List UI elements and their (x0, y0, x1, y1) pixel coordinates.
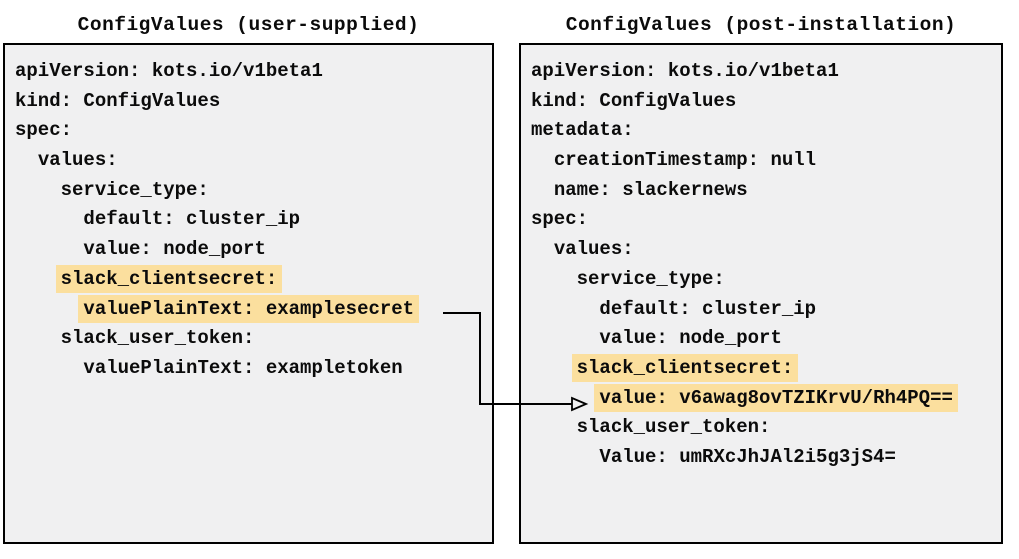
yaml-line: slack_user_token: (15, 324, 482, 354)
yaml-text: values: (553, 238, 634, 261)
yaml-indent (15, 357, 83, 379)
yaml-text: name: slackernews (553, 178, 748, 201)
yaml-indent (531, 387, 599, 409)
yaml-line: default: cluster_ip (531, 295, 991, 325)
yaml-indent (531, 357, 577, 379)
yaml-text: spec: (15, 119, 73, 142)
yaml-box: apiVersion: kots.io/v1beta1 kind: Config… (3, 43, 494, 544)
yaml-line: value: node_port (531, 324, 991, 354)
yaml-line: creationTimestamp: null (531, 146, 991, 176)
yaml-box: apiVersion: kots.io/v1beta1 kind: Config… (519, 43, 1003, 544)
yaml-indent (15, 268, 61, 290)
yaml-text: default: cluster_ip (83, 208, 301, 231)
yaml-indent (15, 327, 61, 349)
panel-user-supplied: ConfigValues (user-supplied) apiVersion:… (3, 12, 494, 544)
yaml-line-highlighted: slack_clientsecret: (15, 264, 482, 295)
yaml-text: value: node_port (599, 327, 782, 350)
yaml-text: metadata: (531, 119, 634, 142)
yaml-indent (531, 416, 577, 438)
yaml-text: slack_clientsecret: (571, 353, 799, 382)
yaml-indent (15, 298, 83, 320)
yaml-line: values: (531, 235, 991, 265)
yaml-line: slack_user_token: (531, 413, 991, 443)
yaml-line: spec: (531, 205, 991, 235)
yaml-line: kind: ConfigValues (531, 87, 991, 117)
yaml-indent (15, 149, 38, 171)
panel-title: ConfigValues (post-installation) (565, 14, 957, 36)
yaml-text: Value: umRXcJhJAl2i5g3jS4= (599, 445, 896, 468)
yaml-indent (531, 446, 599, 468)
yaml-line-highlighted: slack_clientsecret: (531, 353, 991, 384)
yaml-line: metadata: (531, 116, 991, 146)
yaml-line-highlighted: valuePlainText: examplesecret (15, 294, 482, 325)
yaml-line: kind: ConfigValues (15, 87, 482, 117)
yaml-text: slack_user_token: (60, 327, 255, 350)
yaml-text: service_type: (60, 178, 209, 201)
yaml-indent (531, 179, 554, 201)
yaml-text: value: node_port (83, 238, 266, 261)
yaml-indent (531, 149, 554, 171)
yaml-indent (531, 298, 599, 320)
yaml-text: kind: ConfigValues (15, 89, 221, 112)
yaml-text: value: v6awag8ovTZIKrvU/Rh4PQ== (594, 383, 958, 412)
yaml-line: valuePlainText: exampletoken (15, 354, 482, 384)
yaml-text: spec: (531, 208, 589, 231)
yaml-indent (15, 238, 83, 260)
yaml-text: service_type: (576, 267, 725, 290)
yaml-line: service_type: (15, 176, 482, 206)
yaml-text: kind: ConfigValues (531, 89, 737, 112)
yaml-line: apiVersion: kots.io/v1beta1 (531, 57, 991, 87)
yaml-indent (531, 268, 577, 290)
yaml-text: creationTimestamp: null (553, 149, 817, 172)
yaml-text: valuePlainText: examplesecret (78, 294, 420, 323)
yaml-indent (531, 238, 554, 260)
yaml-line: value: node_port (15, 235, 482, 265)
yaml-indent (531, 327, 599, 349)
yaml-line: apiVersion: kots.io/v1beta1 (15, 57, 482, 87)
yaml-text: apiVersion: kots.io/v1beta1 (15, 60, 323, 82)
yaml-text: slack_clientsecret: (55, 264, 283, 293)
yaml-text: apiVersion: kots.io/v1beta1 (531, 60, 839, 82)
yaml-text: valuePlainText: exampletoken (83, 356, 403, 379)
panel-post-installation: ConfigValues (post-installation) apiVers… (519, 12, 1003, 544)
yaml-line: default: cluster_ip (15, 205, 482, 235)
yaml-text: default: cluster_ip (599, 297, 817, 320)
yaml-indent (15, 179, 61, 201)
yaml-line: Value: umRXcJhJAl2i5g3jS4= (531, 443, 991, 473)
panel-title: ConfigValues (user-supplied) (77, 14, 420, 36)
yaml-text: values: (37, 149, 118, 172)
yaml-line: name: slackernews (531, 176, 991, 206)
yaml-line-highlighted: value: v6awag8ovTZIKrvU/Rh4PQ== (531, 383, 991, 414)
yaml-line: values: (15, 146, 482, 176)
yaml-text: slack_user_token: (576, 416, 771, 439)
yaml-line: service_type: (531, 265, 991, 295)
yaml-line: spec: (15, 116, 482, 146)
yaml-indent (15, 208, 83, 230)
